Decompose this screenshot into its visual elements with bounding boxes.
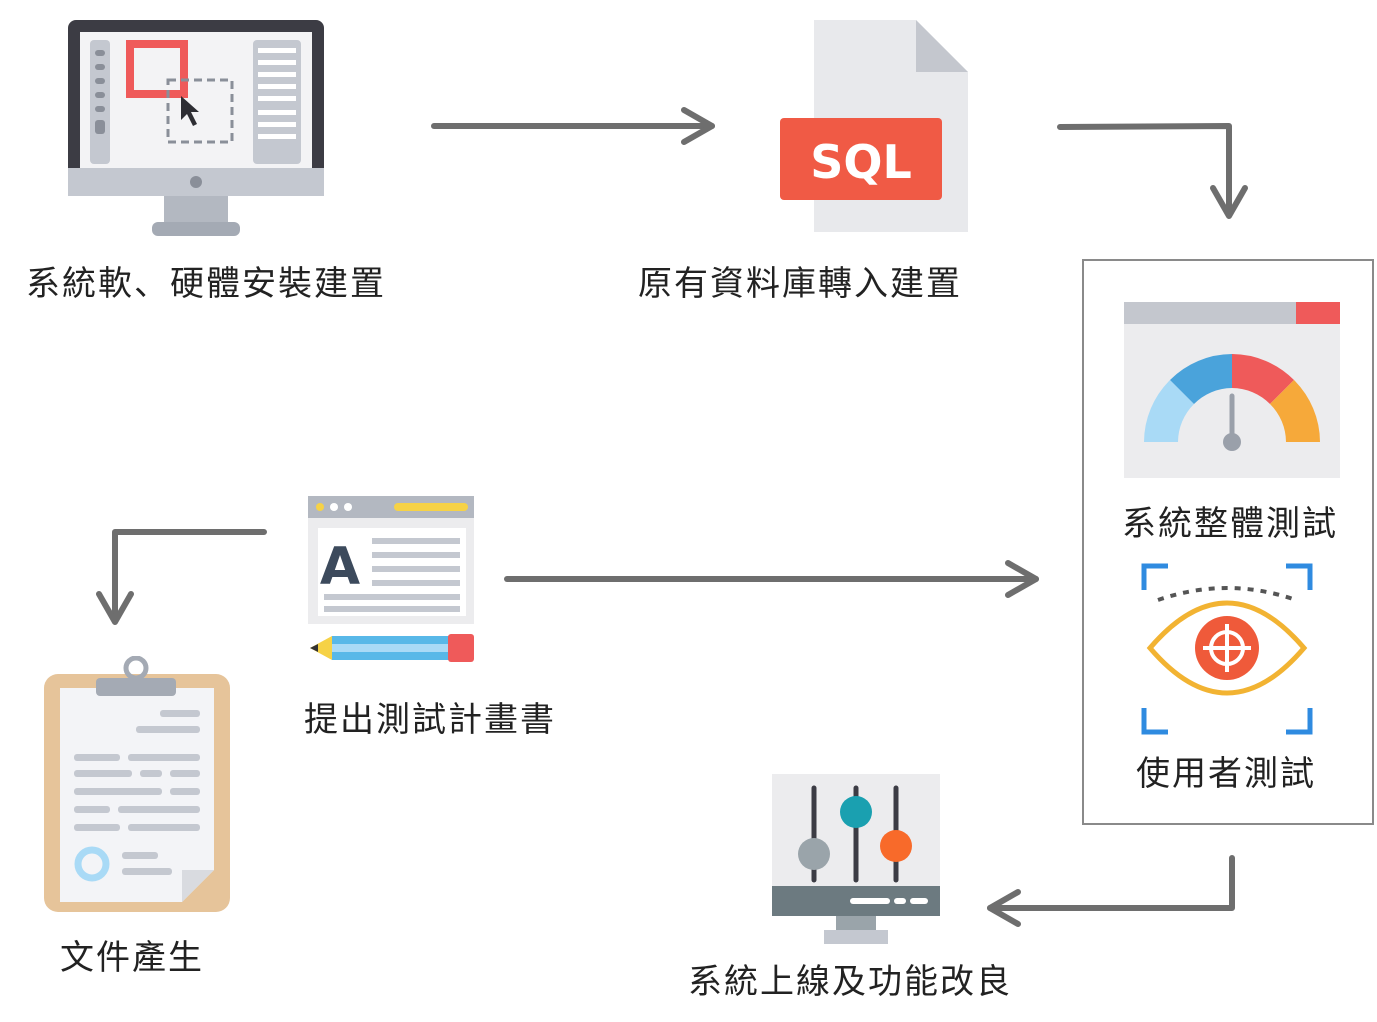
arrow-test-to-launch: [987, 855, 1235, 927]
step-system-test-label: 系統整體測試: [1122, 504, 1338, 544]
step-docs-label: 文件產生: [60, 938, 204, 978]
step-launch-label: 系統上線及功能改良: [688, 962, 1012, 1002]
arrow-plan-to-test: [504, 560, 1039, 598]
arrow-install-to-sql: [431, 107, 715, 145]
gauge-icon: [1124, 302, 1340, 478]
sql-file-icon: SQL: [780, 20, 968, 232]
step-user-test-label: 使用者測試: [1136, 754, 1316, 794]
document-pencil-icon: A: [308, 496, 474, 662]
svg-text:A: A: [320, 537, 360, 597]
eye-target-icon: [1141, 563, 1313, 735]
equalizer-monitor-icon: [772, 774, 940, 944]
arrow-sql-to-test: [1057, 123, 1248, 219]
step-plan-label: 提出測試計畫書: [304, 700, 556, 740]
sql-badge-text: SQL: [810, 135, 912, 189]
arrow-plan-to-docs: [96, 529, 267, 625]
clipboard-icon: [44, 656, 230, 912]
step-install-label: 系統軟、硬體安裝建置: [26, 264, 386, 304]
monitor-design-icon: [68, 20, 324, 236]
step-db-import-label: 原有資料庫轉入建置: [638, 264, 962, 304]
